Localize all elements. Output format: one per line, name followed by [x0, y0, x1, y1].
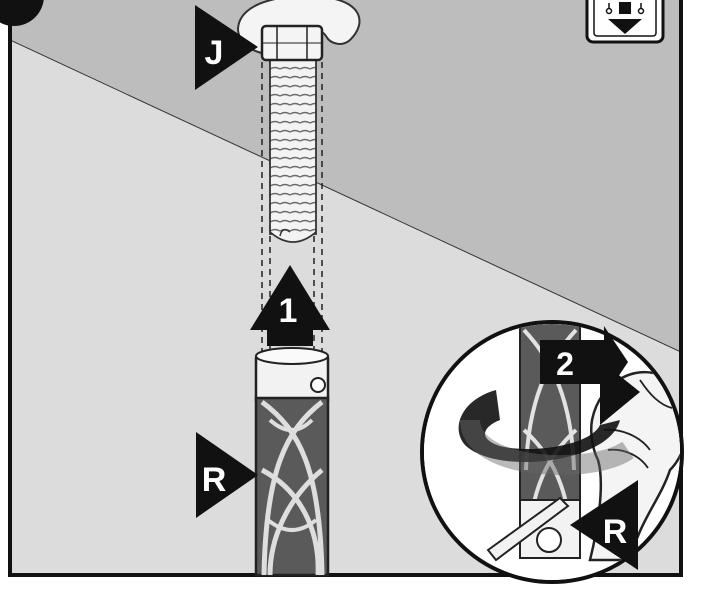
corrugated-hose — [270, 56, 316, 242]
install-direction-down-icon — [587, 0, 663, 42]
step-1-label: 1 — [279, 292, 298, 330]
part-r-detail-label: R — [603, 513, 628, 551]
part-r-main-label: R — [202, 461, 227, 499]
step-2-label: 2 — [556, 346, 574, 382]
pipe-sleeve — [256, 348, 328, 575]
hose-nut — [262, 26, 322, 60]
part-j-label: J — [205, 34, 224, 72]
